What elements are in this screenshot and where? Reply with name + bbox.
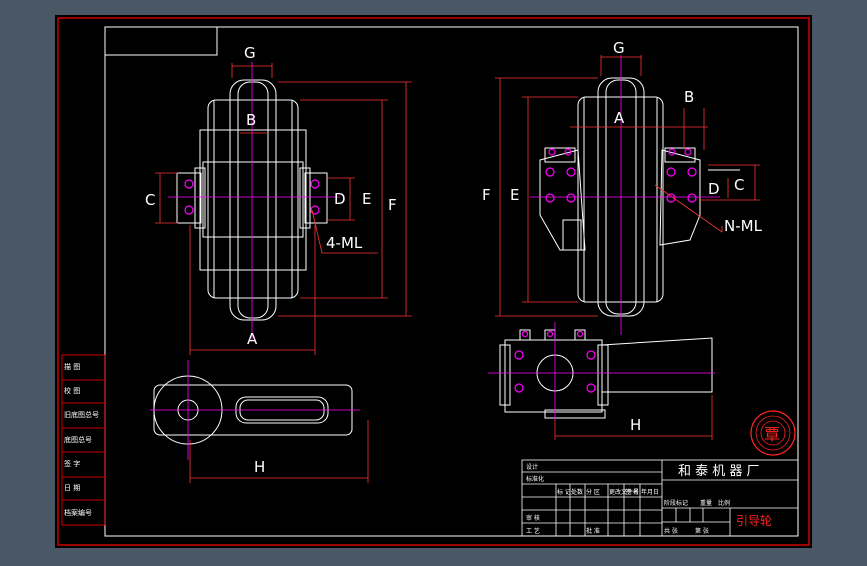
arm-side-centerlines	[488, 322, 715, 420]
arm-bolts	[514, 330, 596, 393]
company-name: 和 泰 机 器 厂	[678, 464, 760, 479]
title-block-text: 设计 标准化 标 记 处数 分 区 更改文件号 签 名 年月日 审 核 工 艺 …	[526, 463, 730, 535]
left-column-label: 日 期	[64, 484, 80, 492]
title-block	[521, 459, 799, 537]
tb-label-sign: 签 名	[625, 488, 639, 496]
dim-label-e: E	[362, 190, 371, 208]
tb-label-mark: 标 记	[557, 488, 571, 496]
tb-label-count: 处数	[571, 488, 583, 496]
dim-label-f: F	[388, 196, 397, 214]
dim-label-b: B	[684, 88, 694, 106]
seal-glyph: 覃	[764, 425, 780, 444]
tb-label-scale: 比例	[718, 499, 730, 507]
side-view: G B A F E D C N-ML	[482, 39, 763, 335]
arm-side-dimensions	[554, 395, 713, 440]
dim-label-h: H	[254, 458, 265, 476]
tb-label-standard: 标准化	[526, 475, 544, 483]
left-column-label: 描 图	[64, 362, 80, 371]
left-column-label: 档案编号	[64, 508, 92, 517]
tb-label-stage: 阶段标记	[664, 499, 688, 507]
left-column-label: 校 图	[64, 386, 80, 395]
left-column-label: 旧底图总号	[64, 410, 99, 419]
dim-label-c: C	[734, 176, 744, 194]
hole-note: 4-ML	[326, 234, 363, 252]
front-dim-labels: G B A C D E F 4-ML	[145, 44, 397, 348]
bottom-right-view: H	[488, 322, 715, 440]
side-bolts	[545, 148, 697, 203]
dim-label-a: A	[247, 330, 258, 348]
front-view: G B A C D E F 4-ML	[145, 44, 412, 355]
dim-label-b: B	[246, 111, 256, 129]
front-rim-outline	[229, 79, 277, 321]
hole-note: N-ML	[724, 217, 763, 235]
left-column-label: 底图总号	[64, 435, 92, 444]
outer-frame	[57, 17, 810, 546]
dim-label-g: G	[613, 39, 625, 57]
dim-label-d: D	[708, 180, 720, 198]
side-dim-labels: G B A F E D C N-ML	[482, 39, 763, 235]
front-centerlines	[168, 62, 340, 340]
side-bracket-right	[659, 149, 701, 246]
left-binding-column	[61, 354, 106, 526]
inner-frame	[104, 26, 799, 537]
tb-label-process: 工 艺	[526, 527, 540, 535]
side-dimensions	[495, 55, 760, 317]
left-binding-labels: 描 图 校 图 旧底图总号 底图总号 签 字 日 期 档案编号	[64, 362, 99, 517]
front-bolts	[184, 179, 320, 215]
tb-label-date: 年月日	[641, 488, 659, 496]
bottom-left-view: H	[150, 360, 369, 483]
drawing-sheet	[55, 15, 812, 548]
tb-label-change-doc: 更改文件号	[609, 488, 639, 496]
tb-label-sheet-no: 第 张	[695, 527, 709, 535]
corner-stamp-box	[104, 26, 218, 56]
drawing-name: 引导轮	[736, 514, 772, 528]
dim-label-g: G	[244, 44, 256, 62]
tb-label-weight: 重量	[700, 499, 712, 507]
dim-label-e: E	[510, 186, 519, 204]
dim-label-h: H	[630, 416, 641, 434]
arm-extension	[601, 337, 713, 393]
front-dimensions	[155, 63, 412, 355]
side-tire-outline	[577, 96, 664, 303]
dim-label-a: A	[614, 109, 625, 127]
front-hub-left	[176, 172, 202, 224]
tb-label-approve: 批 准	[586, 527, 600, 535]
tb-label-design: 设计	[526, 463, 538, 471]
dim-label-f: F	[482, 186, 491, 204]
front-hub-right	[304, 172, 328, 224]
side-centerlines	[530, 55, 720, 335]
tb-label-sheets-total: 共 张	[664, 527, 678, 535]
arm-centerlines	[150, 360, 360, 460]
dim-label-c: C	[145, 191, 155, 209]
left-column-label: 签 字	[64, 459, 80, 468]
tb-label-review: 审 核	[526, 514, 540, 522]
company-seal: 覃	[750, 410, 796, 456]
dim-label-d: D	[334, 190, 346, 208]
arm-dimensions	[189, 420, 369, 483]
tb-label-zone: 分 区	[586, 488, 600, 496]
front-tire-outline	[207, 99, 299, 299]
